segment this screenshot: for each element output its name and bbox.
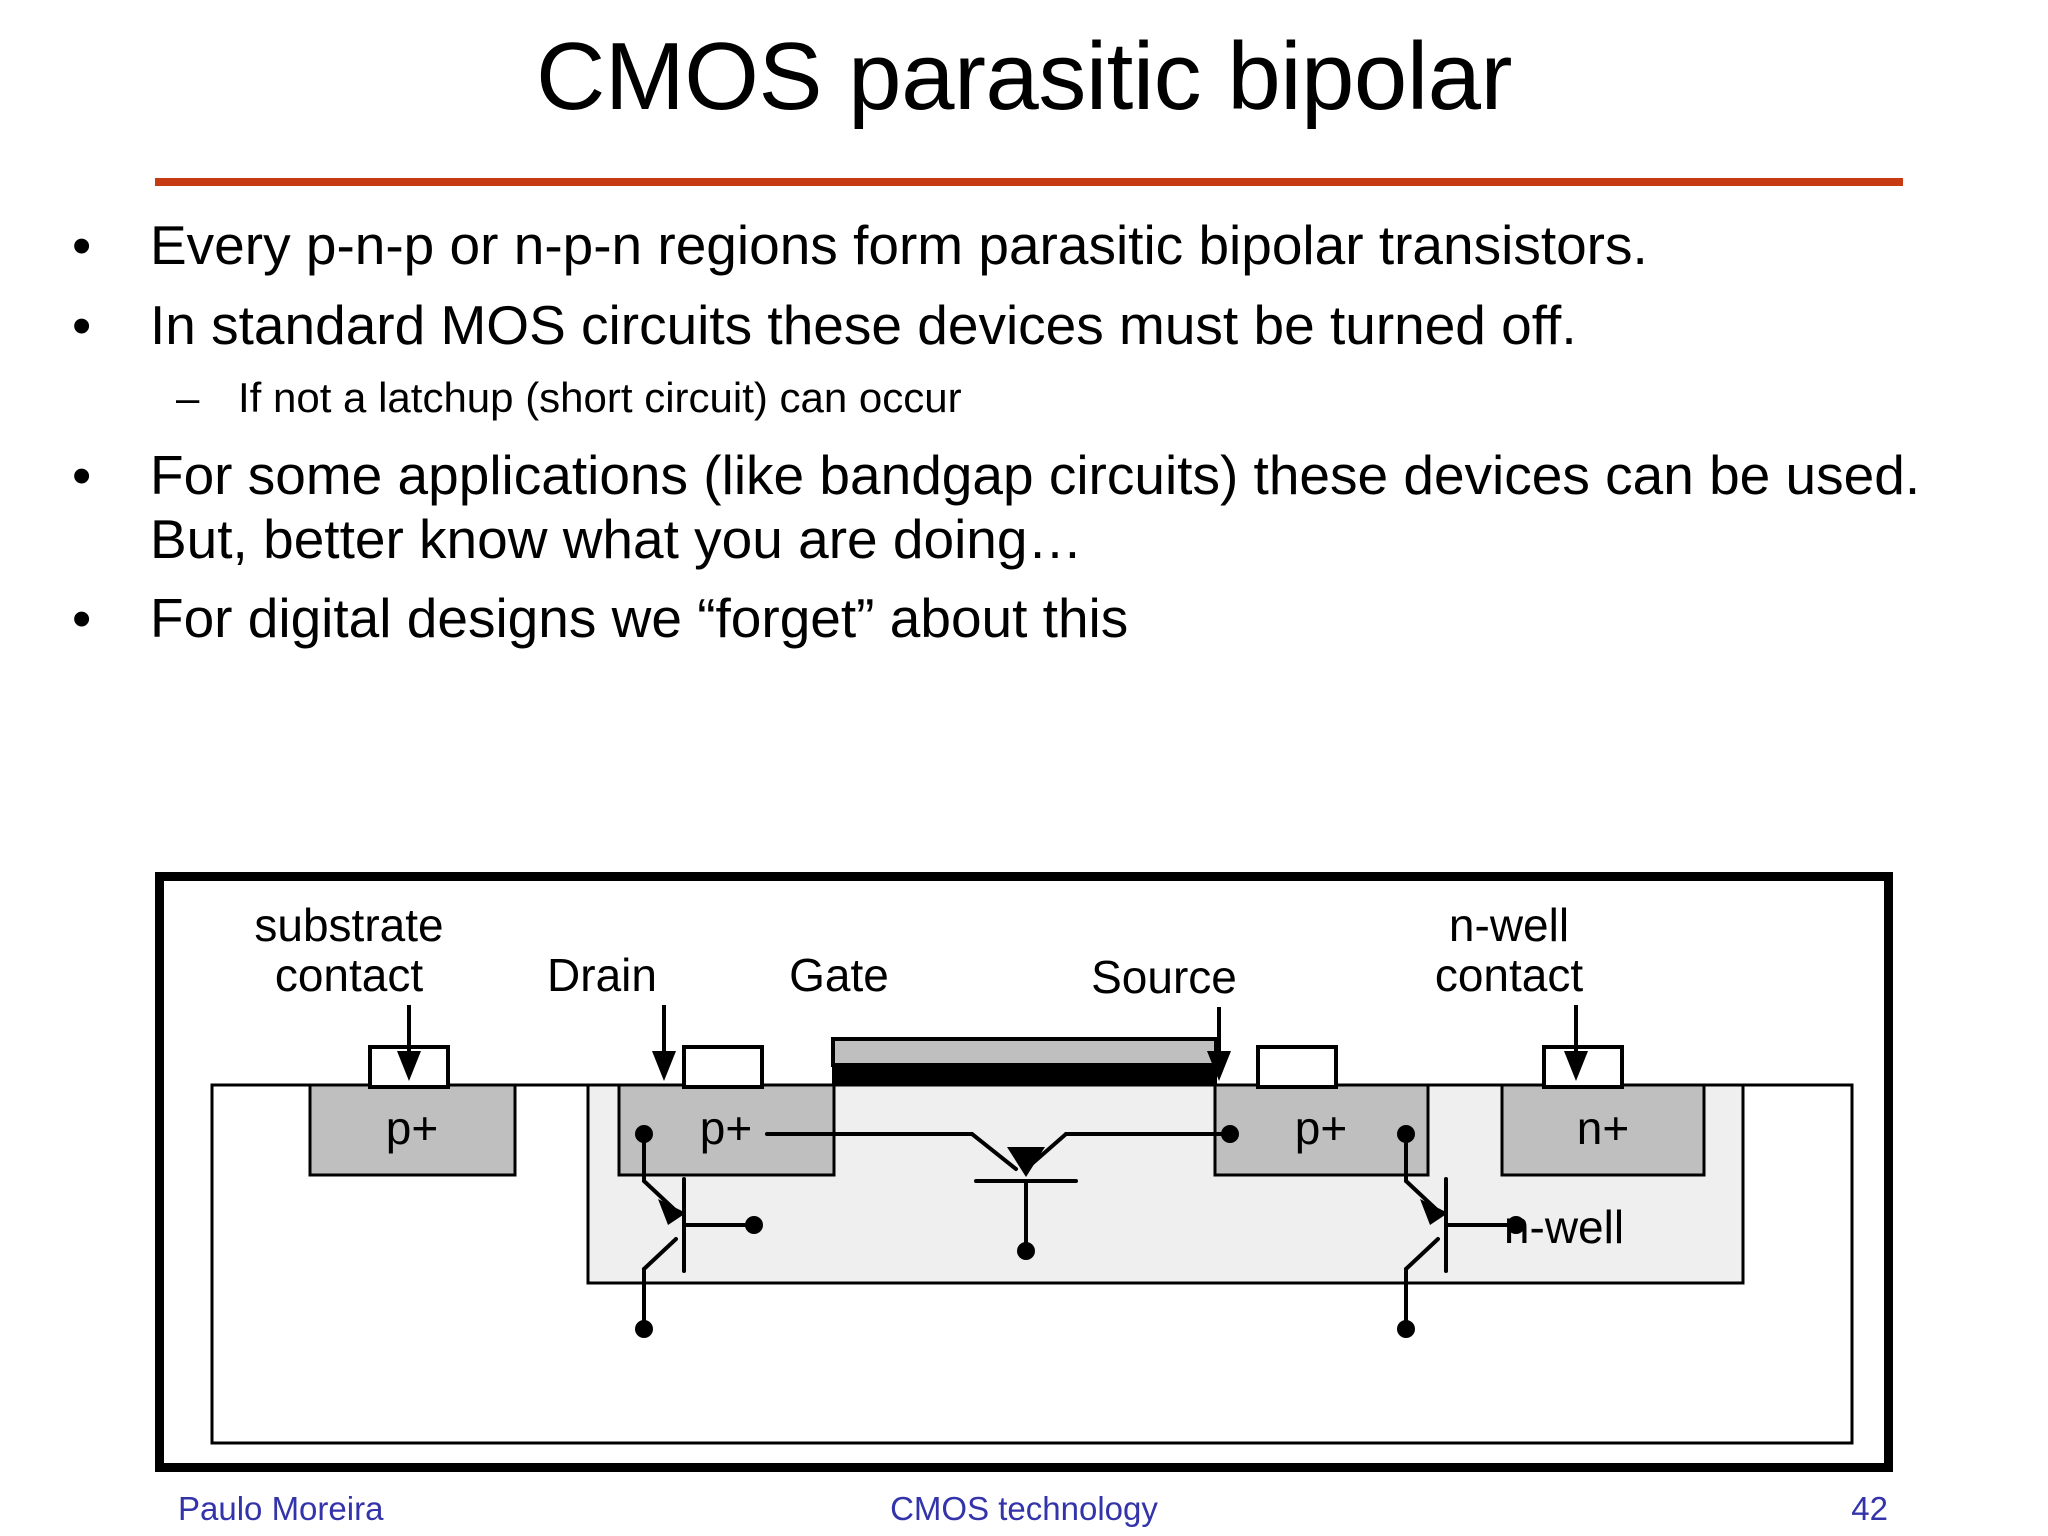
bullet-text: In standard MOS circuits these devices m… bbox=[150, 293, 1577, 356]
substrate-contact-arrow bbox=[397, 1005, 421, 1081]
footer-author: Paulo Moreira bbox=[178, 1490, 384, 1527]
footer-page-number: 42 bbox=[1851, 1490, 1888, 1527]
drain-arrow bbox=[652, 1005, 676, 1081]
sub-bullet-item: – If not a latchup (short circuit) can o… bbox=[0, 374, 2048, 422]
bullet-marker-icon: • bbox=[72, 214, 92, 276]
cmos-cross-section-figure: p+ p+ p+ n+ n-well substrate contact Dra… bbox=[155, 872, 1893, 1472]
bullet-list: • Every p-n-p or n-p-n regions form para… bbox=[0, 214, 2048, 667]
bullet-item: • Every p-n-p or n-p-n regions form para… bbox=[0, 214, 2048, 278]
substrate-contact-implant-label: p+ bbox=[386, 1102, 438, 1154]
bullet-text: For some applications (like bandgap circ… bbox=[150, 443, 1921, 570]
footer-subject: CMOS technology bbox=[890, 1490, 1158, 1527]
bullet-item: • In standard MOS circuits these devices… bbox=[0, 294, 2048, 358]
nwell-contact-implant-label: n+ bbox=[1577, 1102, 1629, 1154]
bullet-marker-icon: • bbox=[72, 587, 92, 650]
source-implant bbox=[1213, 1083, 1430, 1177]
bullet-marker-icon: • bbox=[72, 293, 92, 356]
drain-callout: Drain bbox=[547, 949, 657, 1001]
bullet-text: For digital designs we “forget” about th… bbox=[150, 587, 1129, 650]
source-callout: Source bbox=[1091, 951, 1237, 1003]
bullet-text: Every p-n-p or n-p-n regions form parasi… bbox=[150, 214, 1648, 276]
source-arrow bbox=[1207, 1007, 1231, 1081]
bullet-item: • For some applications (like bandgap ci… bbox=[0, 444, 2048, 572]
sub-bullet-text: If not a latchup (short circuit) can occ… bbox=[238, 373, 962, 421]
drain-contact-stud bbox=[682, 1045, 764, 1089]
substrate-contact-callout-line1: substrate bbox=[254, 899, 443, 951]
nwell-contact-implant bbox=[1500, 1083, 1706, 1177]
n-well-contact-arrow bbox=[1564, 1005, 1588, 1081]
drain-implant bbox=[617, 1083, 836, 1177]
lateral-parasitic-pnp-symbol bbox=[765, 1125, 1239, 1260]
n-well-contact-callout-line2: contact bbox=[1435, 949, 1584, 1001]
source-implant-label: p+ bbox=[1295, 1102, 1347, 1154]
right-parasitic-pnp-symbol bbox=[1397, 1125, 1525, 1338]
page-title: CMOS parasitic bipolar bbox=[536, 23, 1513, 130]
n-well-contact-callout-line1: n-well bbox=[1449, 899, 1569, 951]
left-parasitic-pnp-symbol bbox=[635, 1125, 763, 1338]
cross-section-diagram: p+ p+ p+ n+ n-well substrate contact Dra… bbox=[210, 899, 1854, 1445]
substrate-contact-callout-line2: contact bbox=[275, 949, 424, 1001]
title-divider bbox=[155, 178, 1903, 186]
bullet-marker-icon: • bbox=[72, 443, 92, 506]
source-contact-stud bbox=[1256, 1045, 1338, 1089]
gate-poly-layer bbox=[831, 1037, 1218, 1067]
dash-marker-icon: – bbox=[176, 373, 200, 421]
gate-callout: Gate bbox=[789, 949, 889, 1001]
bullet-item: • For digital designs we “forget” about … bbox=[0, 587, 2048, 651]
drain-implant-label: p+ bbox=[700, 1102, 752, 1154]
